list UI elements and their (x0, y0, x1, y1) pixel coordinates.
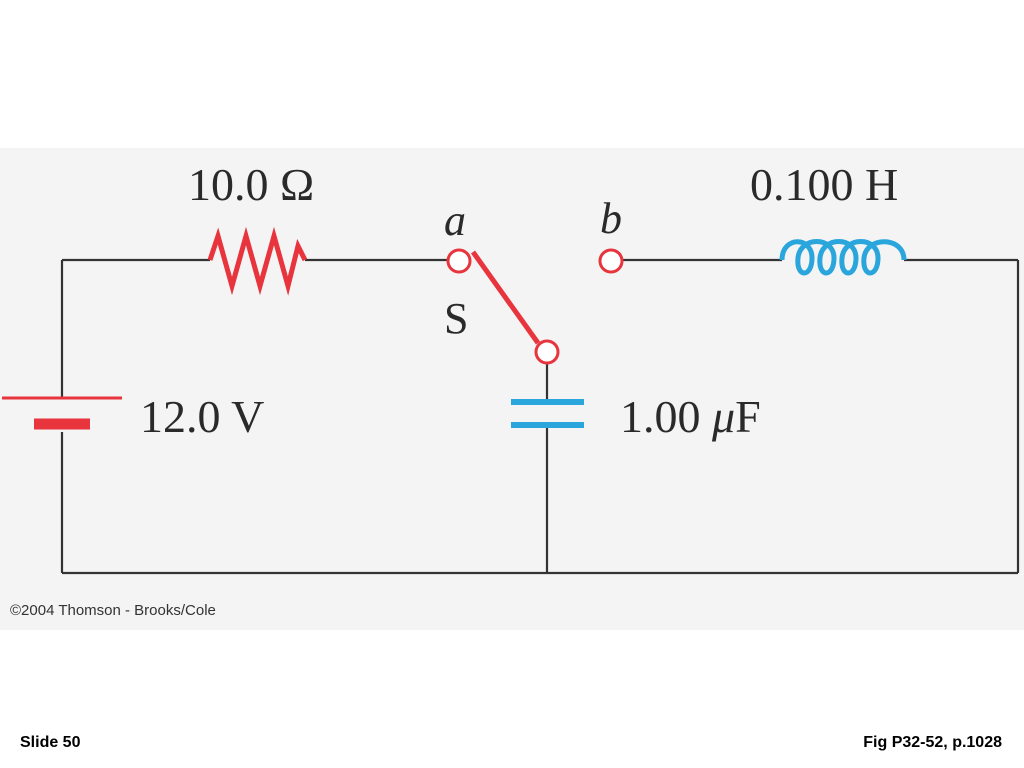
terminal-b-label: b (600, 194, 622, 243)
figure-reference: Fig P32-52, p.1028 (863, 734, 1002, 751)
terminal-b[interactable] (598, 248, 624, 274)
slide-number: Slide 50 (20, 734, 81, 751)
figure-panel (0, 148, 1024, 630)
battery-label: 12.0 V (140, 391, 264, 442)
capacitor-mu: μ (711, 391, 735, 442)
switch-label: S (444, 294, 468, 343)
capacitor-label: 1.00 μF (620, 391, 761, 442)
capacitor-unit: F (735, 391, 761, 442)
inductor (779, 239, 907, 276)
capacitor-value: 1.00 (620, 391, 712, 442)
resistor-label: 10.0 Ω (188, 159, 314, 210)
switch-pivot[interactable] (534, 339, 560, 365)
copyright-notice: ©2004 Thomson - Brooks/Cole (10, 602, 216, 619)
inductor-label: 0.100 H (750, 159, 898, 210)
terminal-a[interactable] (446, 248, 472, 274)
resistor (207, 226, 308, 296)
terminal-a-label: a (444, 196, 466, 245)
switch-blade[interactable] (470, 250, 541, 345)
